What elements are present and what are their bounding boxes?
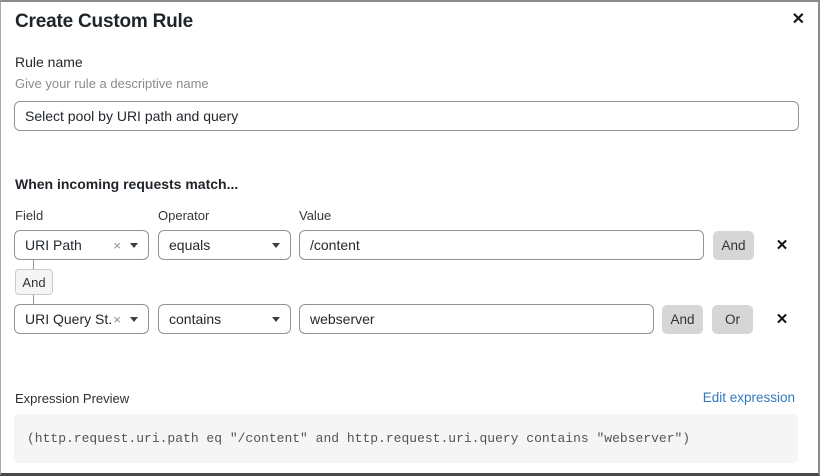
dialog-title: Create Custom Rule bbox=[15, 11, 193, 32]
column-label-operator: Operator bbox=[158, 208, 210, 223]
operator-select-row1[interactable]: equals bbox=[158, 230, 291, 260]
and-connector-badge: And bbox=[15, 269, 53, 295]
value-input-row1[interactable] bbox=[299, 230, 704, 260]
value-input-row2[interactable] bbox=[299, 304, 654, 334]
delete-condition-icon-row2[interactable]: ✕ bbox=[770, 304, 794, 334]
chevron-down-icon bbox=[130, 316, 138, 322]
edit-expression-link[interactable]: Edit expression bbox=[702, 390, 795, 405]
column-label-value: Value bbox=[299, 208, 332, 223]
expression-preview-label: Expression Preview bbox=[15, 391, 130, 406]
field-select-row2[interactable]: URI Query St... × bbox=[14, 304, 149, 334]
expression-code: (http.request.uri.path eq "/content" and… bbox=[27, 431, 691, 446]
add-and-condition-button-row1[interactable]: And bbox=[713, 231, 754, 260]
connector-line bbox=[33, 295, 34, 304]
clear-selection-icon[interactable]: × bbox=[113, 237, 121, 253]
operator-select-row2-value: contains bbox=[169, 311, 222, 327]
connector-line bbox=[33, 260, 34, 269]
column-label-field: Field bbox=[15, 208, 44, 223]
add-or-condition-button-row2[interactable]: Or bbox=[712, 305, 753, 334]
chevron-down-icon bbox=[272, 316, 280, 322]
match-section-heading: When incoming requests match... bbox=[15, 176, 239, 192]
clear-selection-icon[interactable]: × bbox=[113, 311, 121, 327]
field-select-row2-value: URI Query St... bbox=[25, 311, 114, 327]
field-select-row1-value: URI Path bbox=[25, 237, 82, 253]
chevron-down-icon bbox=[130, 242, 138, 248]
operator-select-row2[interactable]: contains bbox=[158, 304, 291, 334]
rule-name-input[interactable] bbox=[14, 101, 799, 131]
add-and-condition-button-row2[interactable]: And bbox=[662, 305, 703, 334]
expression-preview-box: (http.request.uri.path eq "/content" and… bbox=[14, 414, 798, 463]
field-select-row1[interactable]: URI Path × bbox=[14, 230, 149, 260]
chevron-down-icon bbox=[272, 242, 280, 248]
operator-select-row1-value: equals bbox=[169, 237, 211, 253]
rule-name-hint: Give your rule a descriptive name bbox=[15, 76, 209, 91]
delete-condition-icon-row1[interactable]: ✕ bbox=[770, 230, 794, 260]
rule-name-label: Rule name bbox=[15, 54, 83, 70]
close-icon[interactable]: ✕ bbox=[792, 9, 805, 31]
